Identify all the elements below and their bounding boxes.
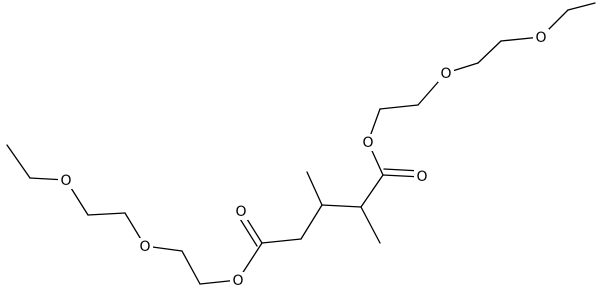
bond	[379, 104, 419, 110]
oxygen-atom: O	[360, 134, 376, 151]
oxygen-atom: O	[137, 238, 153, 255]
bond	[181, 250, 201, 285]
bond	[360, 174, 384, 208]
oxygen-atom: O	[414, 168, 430, 185]
oxygen-atom: O	[233, 203, 249, 220]
bond	[321, 204, 362, 208]
atom-label: O	[60, 173, 71, 189]
atom-label: O	[416, 169, 427, 185]
bond	[300, 204, 323, 240]
bond	[87, 212, 126, 216]
atom-label: O	[235, 204, 246, 220]
oxygen-atom: O	[533, 29, 549, 46]
atom-label: O	[139, 239, 150, 255]
bond	[567, 2, 596, 11]
bond	[360, 206, 381, 244]
oxygen-atom: O	[58, 172, 74, 189]
atom-label: O	[362, 135, 373, 151]
oxygen-atom: O	[230, 272, 246, 289]
bond	[261, 238, 302, 244]
bond	[306, 171, 323, 206]
oxygen-atom: O	[438, 65, 454, 82]
bond	[6, 144, 31, 179]
atom-label: O	[535, 30, 546, 46]
atom-label: O	[440, 66, 451, 82]
bond	[477, 40, 502, 64]
atom-label: O	[232, 273, 243, 289]
